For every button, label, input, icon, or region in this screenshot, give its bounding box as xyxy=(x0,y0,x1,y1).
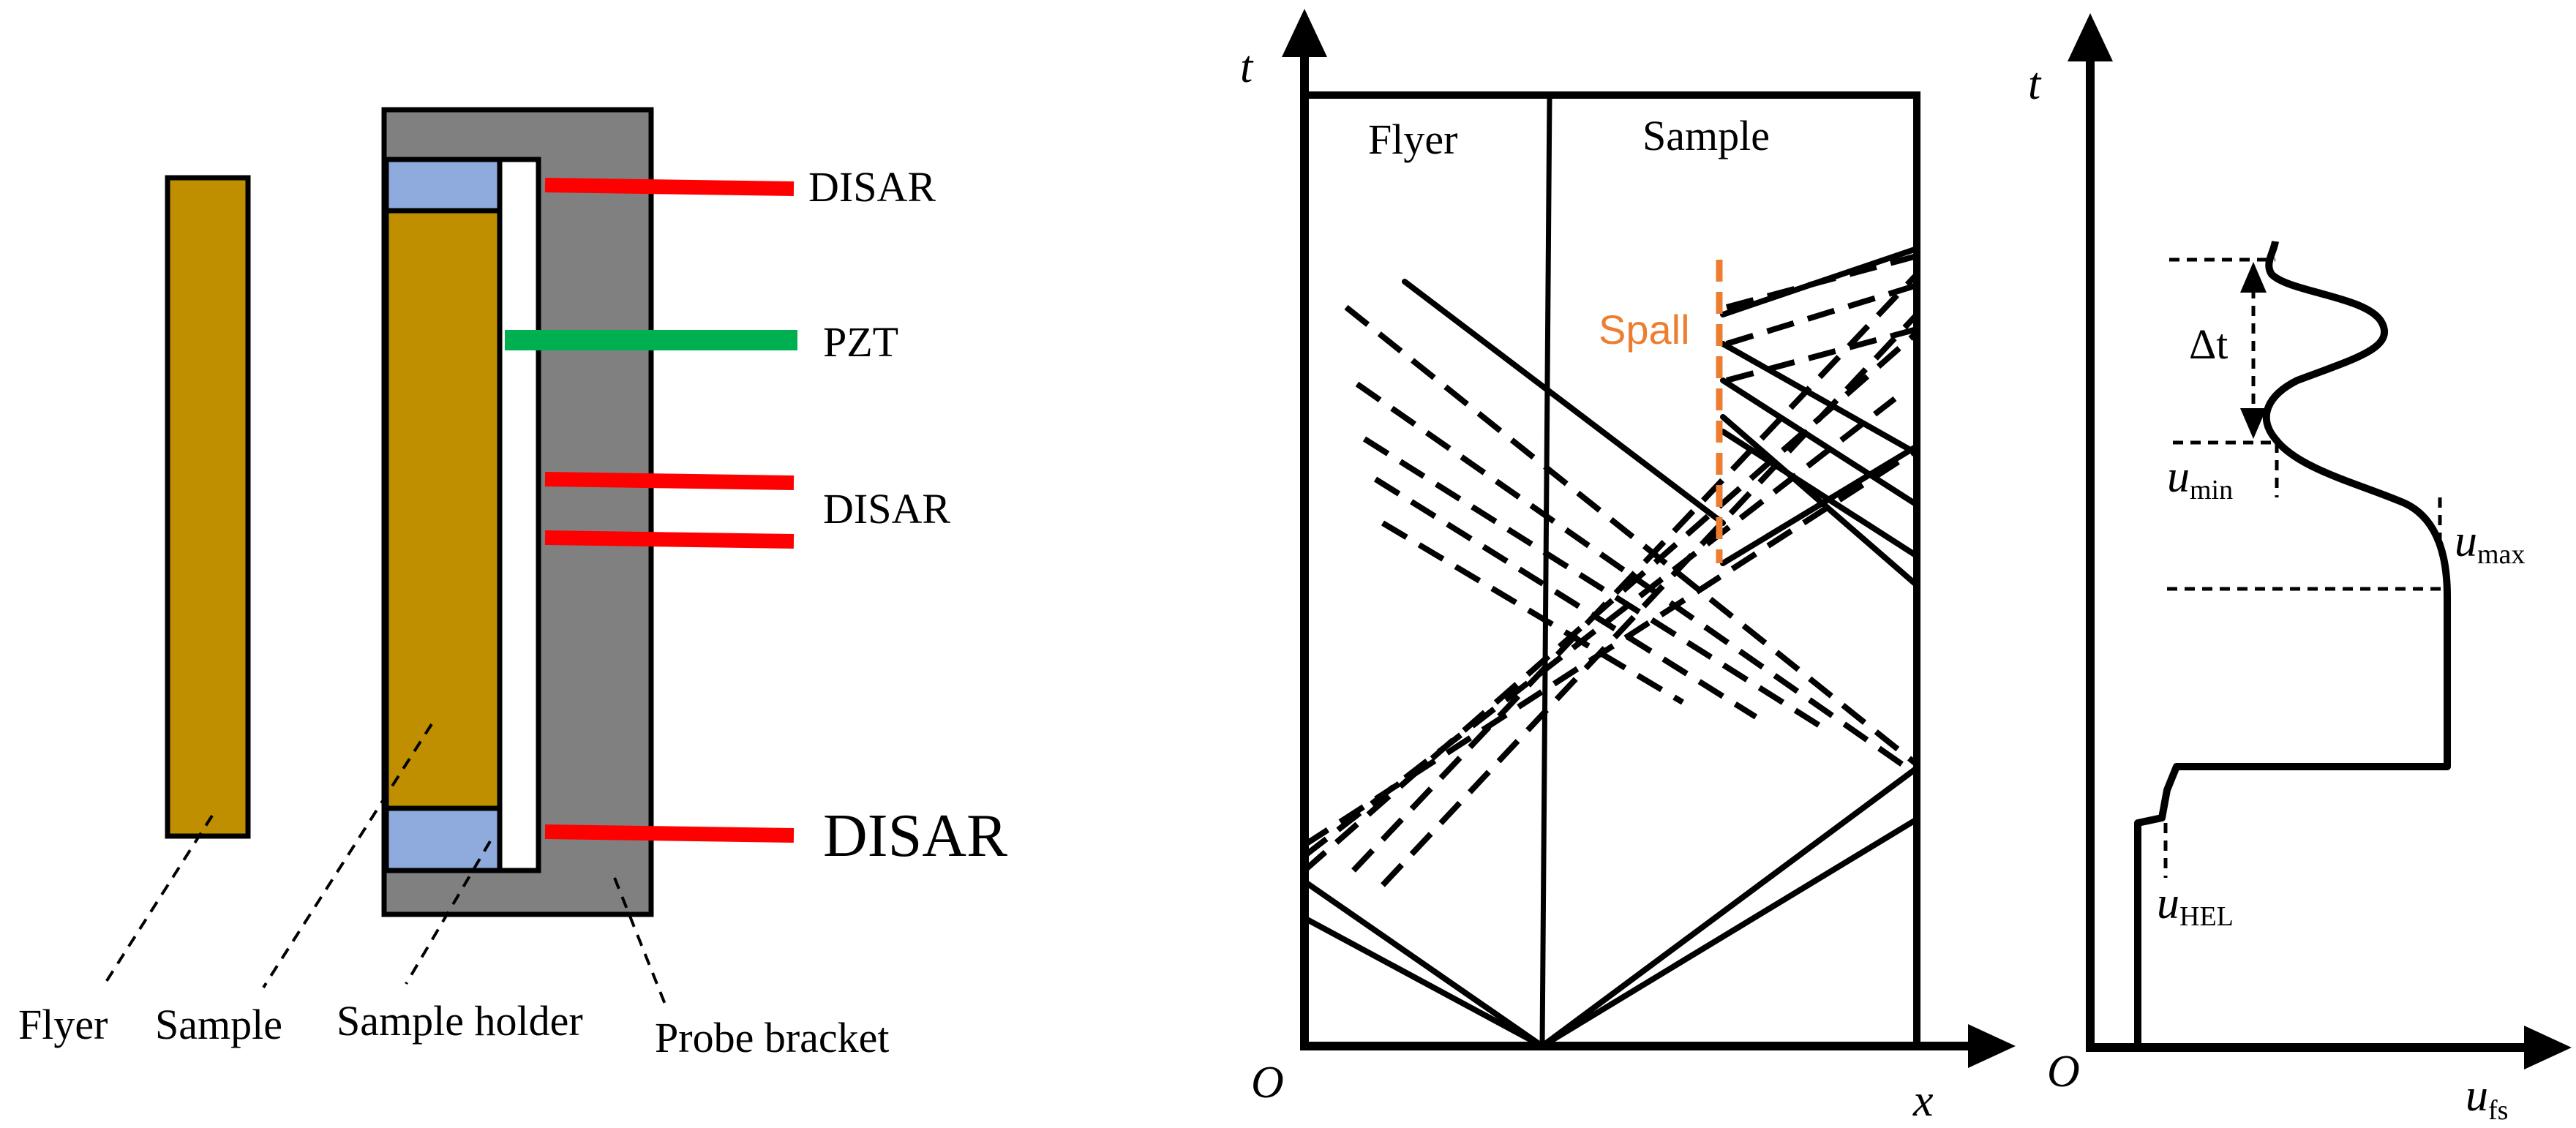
pzt-label: PZT xyxy=(823,318,898,366)
disar-probe-3 xyxy=(544,530,795,549)
xt-t-label: t xyxy=(1240,42,1254,92)
u-hel-label: uHEL xyxy=(2157,879,2234,932)
xt-panel: t x O Flyer Sample xyxy=(1240,9,2016,1126)
flyer-plate xyxy=(165,175,251,839)
sample-leader xyxy=(262,723,433,989)
free-surface-velocity-curve xyxy=(2134,240,2451,1048)
delta-t-label: Δt xyxy=(2189,320,2228,368)
release-fan-5 xyxy=(1381,520,1685,705)
vp-origin-label: O xyxy=(2047,1047,2080,1097)
reflected-fan-5 xyxy=(1381,312,1919,887)
velocity-panel: t O ufs Δt umin umax uHEL xyxy=(2028,13,2572,1126)
reflected-fan-2 xyxy=(1302,396,1897,859)
vp-u-label: ufs xyxy=(2466,1071,2508,1126)
setup-panel: DISAR PZT DISAR DISAR Flyer Sample Sampl… xyxy=(18,107,1007,1061)
sample-region-label: Sample xyxy=(1642,112,1770,159)
reverb-5 xyxy=(1720,414,1920,588)
disar-label-2: DISAR xyxy=(823,485,950,533)
vp-t-label: t xyxy=(2028,59,2042,109)
disar-label-1: DISAR xyxy=(808,163,936,211)
sample-shock-1 xyxy=(1539,765,1920,1049)
flyer-release xyxy=(1402,279,1726,526)
flyer-leader xyxy=(101,814,214,989)
xt-origin-label: O xyxy=(1251,1058,1284,1108)
sample-plate xyxy=(383,208,503,811)
xt-x-label: x xyxy=(1912,1076,1934,1126)
disar-label-3: DISAR xyxy=(823,802,1007,870)
vp-t-arrowhead xyxy=(2068,13,2113,61)
reverb-2 xyxy=(1720,341,1920,456)
release-fan-4 xyxy=(1373,476,1758,720)
spall-label: Spall xyxy=(1599,307,1690,353)
reflected-fan-1 xyxy=(1302,447,1919,848)
sample-reverb-3 xyxy=(1725,326,1918,383)
bracket-leader xyxy=(613,877,667,1007)
reflected-fan-4 xyxy=(1351,272,1919,873)
flyer-region-label: Flyer xyxy=(1368,116,1457,163)
sample-callout: Sample xyxy=(155,1001,282,1048)
release-fan-1 xyxy=(1344,304,1919,767)
flyer-callout: Flyer xyxy=(18,1001,108,1048)
vp-u-arrowhead xyxy=(2524,1026,2572,1069)
sample-shock-2 xyxy=(1539,816,1920,1049)
holder-leader xyxy=(405,840,492,985)
reflected-fan-3 xyxy=(1302,330,1919,873)
release-fan-2 xyxy=(1355,381,1904,767)
delta-t-arrowhead-top xyxy=(2240,262,2267,293)
reverb-3 xyxy=(1720,377,1920,508)
disar-probe-4 xyxy=(544,824,795,843)
sample-window xyxy=(497,157,541,873)
sample-holder-top xyxy=(383,157,503,214)
u-max-label: umax xyxy=(2455,516,2525,570)
disar-probe-2 xyxy=(544,472,795,490)
reverb-4 xyxy=(1720,429,1920,559)
xt-x-arrowhead xyxy=(1968,1024,2016,1068)
flyer-sample-interface xyxy=(1539,94,1552,1047)
sample-holder-bottom xyxy=(383,805,503,873)
xt-t-arrowhead xyxy=(1282,9,1327,57)
holder-callout: Sample holder xyxy=(337,997,583,1045)
delta-t-arrowhead-bottom xyxy=(2240,408,2267,439)
sample-reverb-1 xyxy=(1725,253,1918,310)
xt-frame xyxy=(1304,91,1920,1046)
release-fan-3 xyxy=(1362,436,1831,734)
bracket-callout: Probe bracket xyxy=(655,1014,889,1061)
disar-probe-1 xyxy=(544,178,795,196)
flyer-shock-1 xyxy=(1302,879,1545,1049)
u-min-label: umin xyxy=(2167,452,2233,505)
sample-reverb-2 xyxy=(1725,282,1918,347)
flyer-shock-2 xyxy=(1302,915,1545,1049)
